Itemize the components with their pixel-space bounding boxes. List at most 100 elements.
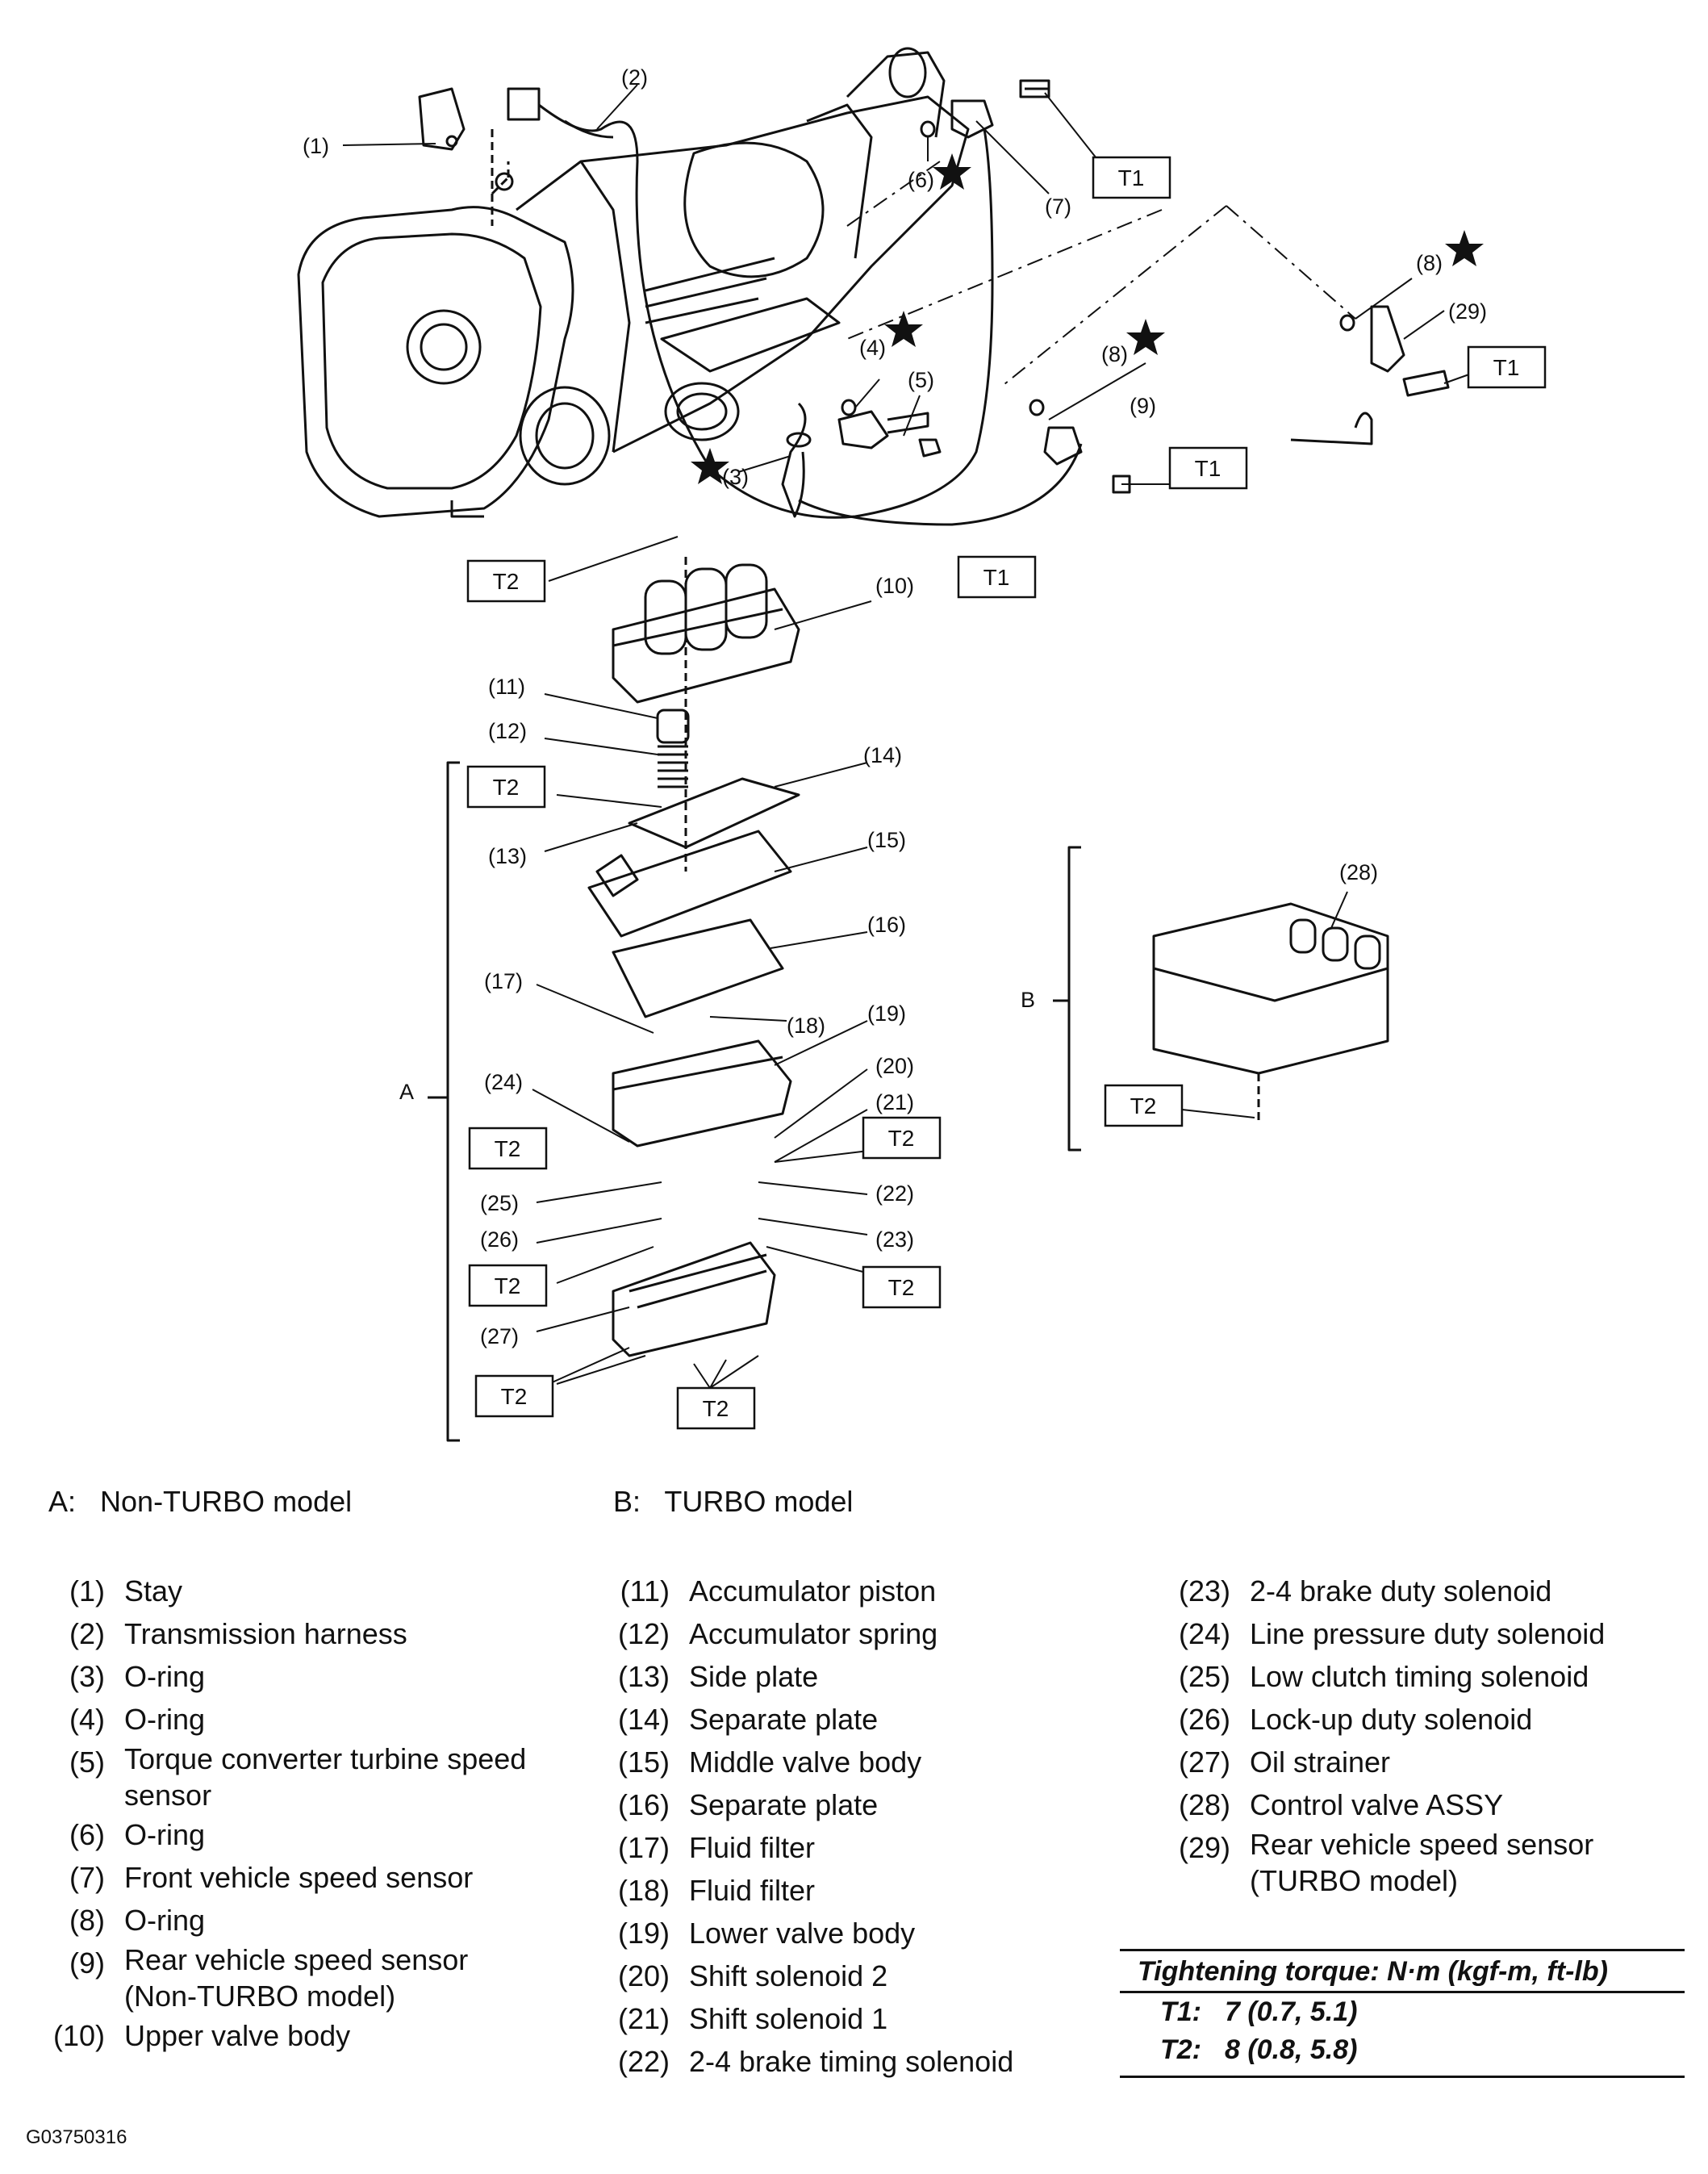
callout-11: (11): [488, 675, 525, 699]
callout-15: (15): [867, 828, 906, 852]
model-a-label: A: Non-TURBO model: [48, 1485, 352, 1519]
callout-3: (3): [722, 465, 749, 489]
legend-item: (21)Shift solenoid 1: [617, 2002, 888, 2035]
callout-26: (26): [480, 1227, 519, 1252]
callout-19: (19): [867, 1001, 906, 1026]
legend-item: (19)Lower valve body: [617, 1917, 916, 1950]
legend-item: (6)O-ring: [69, 1818, 206, 1851]
model-a-text: Non-TURBO model: [100, 1485, 353, 1518]
callout-9: (9): [1130, 394, 1156, 418]
callout-29: (29): [1448, 299, 1487, 324]
legend-item: (29)Rear vehicle speed sensor (TURBO mod…: [1178, 1828, 1594, 1897]
callout-1: (1): [303, 134, 329, 158]
model-b-text: TURBO model: [664, 1485, 854, 1518]
parts-legend-column-2: (11)Accumulator piston (12)Accumulator s…: [589, 1570, 1105, 2083]
torque-tag-t2: T2: [495, 1273, 521, 1298]
torque-tag-t2: T2: [493, 775, 520, 800]
torque-tag-boxes: [466, 156, 1547, 1430]
torque-tag-t1: T1: [1195, 456, 1221, 481]
torque-tag-t2: T2: [888, 1275, 915, 1300]
torque-tag-t1: T1: [1493, 355, 1520, 380]
callout-22: (22): [875, 1181, 914, 1206]
tightening-torque-table: Tightening torque: N·m (kgf-m, ft-lb) T1…: [1120, 1949, 1685, 2078]
callout-6: (6): [908, 168, 934, 192]
legend-item: (11)Accumulator piston: [620, 1574, 937, 1608]
callout-4: (4): [859, 336, 886, 360]
diagram-artwork: T1 T1 T1 T1 T2 T2 T2 T2 T2 T2 T2 T2 T2 (…: [297, 47, 1547, 1442]
legend-item: (25)Low clutch timing solenoid: [1178, 1660, 1589, 1693]
control-valve-assy: [1152, 902, 1389, 1122]
callout-7: (7): [1045, 194, 1071, 219]
model-b-key: B:: [613, 1485, 641, 1518]
upper-valve-body: [612, 557, 800, 872]
callout-16: (16): [867, 913, 906, 937]
callout-18: (18): [787, 1014, 825, 1038]
model-a-key: A:: [48, 1485, 77, 1518]
torque-tag-t1: T1: [1118, 165, 1145, 190]
torque-row-t1: T1:7 (0.7, 5.1): [1160, 1996, 1358, 2027]
stay-part: [418, 87, 514, 226]
callout-8: (8): [1416, 251, 1443, 275]
legend-item: (5)Torque converter turbine speed sensor: [69, 1742, 527, 1812]
callout-5: (5): [908, 368, 934, 392]
star-icon: [1445, 230, 1484, 266]
callout-21: (21): [875, 1090, 914, 1114]
legend-item: (26)Lock-up duty solenoid: [1178, 1703, 1533, 1736]
legend-item: (3)O-ring: [69, 1660, 206, 1693]
legend-item: (2)Transmission harness: [69, 1617, 407, 1650]
accumulator-parts: [656, 709, 690, 788]
star-icon: [884, 311, 923, 347]
figure-id: G03750316: [26, 2126, 127, 2148]
callout-28: (28): [1339, 860, 1378, 884]
callout-23: (23): [875, 1227, 914, 1252]
torque-tag-t2: T2: [888, 1126, 915, 1151]
parts-legend-column-3: (23)2-4 brake duty solenoid (24)Line pre…: [1150, 1570, 1666, 1899]
speed-sensors: [781, 79, 1450, 526]
callout-14: (14): [863, 743, 902, 767]
torque-tag-t2: T2: [501, 1384, 528, 1409]
legend-item: (13)Side plate: [617, 1660, 819, 1693]
torque-tag-t2: T2: [493, 569, 520, 594]
legend-item: (22)2-4 brake timing solenoid: [617, 2045, 1014, 2078]
legend-item: (9)Rear vehicle speed sensor (Non-TURBO …: [69, 1943, 469, 2013]
callout-24: (24): [484, 1070, 523, 1094]
legend-item: (15)Middle valve body: [617, 1745, 922, 1779]
model-b-label: B: TURBO model: [613, 1485, 853, 1519]
star-markers: [691, 153, 1484, 484]
bracket-a-line: [446, 761, 460, 1442]
torque-tag-t2: T2: [495, 1136, 521, 1161]
legend-item: (12)Accumulator spring: [617, 1617, 938, 1650]
legend-item: (1)Stay: [69, 1574, 183, 1608]
transmission-harness: [507, 87, 994, 519]
valve-body-stack: [587, 777, 800, 1357]
legend-item: (17)Fluid filter: [617, 1831, 816, 1864]
legend-item: (7)Front vehicle speed sensor: [69, 1861, 474, 1894]
legend-item: (20)Shift solenoid 2: [617, 1959, 888, 1992]
exploded-view-diagram: T1 T1 T1 T1 T2 T2 T2 T2 T2 T2 T2 T2 T2 (…: [297, 47, 1547, 1442]
torque-tag-t2: T2: [1130, 1093, 1157, 1118]
legend-item: (4)O-ring: [69, 1703, 206, 1736]
legend-item: (8)O-ring: [69, 1904, 206, 1937]
legend-item: (24)Line pressure duty solenoid: [1178, 1617, 1606, 1650]
transmission-case: [297, 47, 970, 518]
legend-item: (14)Separate plate: [617, 1703, 879, 1736]
callout-leaders: [342, 84, 1501, 1389]
legend-item: (27)Oil strainer: [1178, 1745, 1391, 1779]
bracket-b-label: B: [1021, 988, 1035, 1012]
callout-8: (8): [1101, 342, 1128, 366]
legend-item: (18)Fluid filter: [617, 1874, 816, 1907]
star-icon: [691, 448, 729, 484]
callout-10: (10): [875, 574, 914, 598]
callout-20: (20): [875, 1054, 914, 1078]
callout-27: (27): [480, 1324, 519, 1348]
callout-17: (17): [484, 969, 523, 993]
callout-13: (13): [488, 844, 527, 868]
torque-tag-t1: T1: [983, 565, 1010, 590]
callout-25: (25): [480, 1191, 519, 1215]
callout-12: (12): [488, 719, 527, 743]
legend-item: (10)Upper valve body: [52, 2019, 351, 2052]
assembly-leader-lines: [846, 161, 1356, 388]
torque-heading: Tightening torque: N·m (kgf-m, ft-lb): [1120, 1949, 1685, 1993]
legend-item: (28)Control valve ASSY: [1178, 1788, 1504, 1821]
star-icon: [933, 153, 971, 190]
